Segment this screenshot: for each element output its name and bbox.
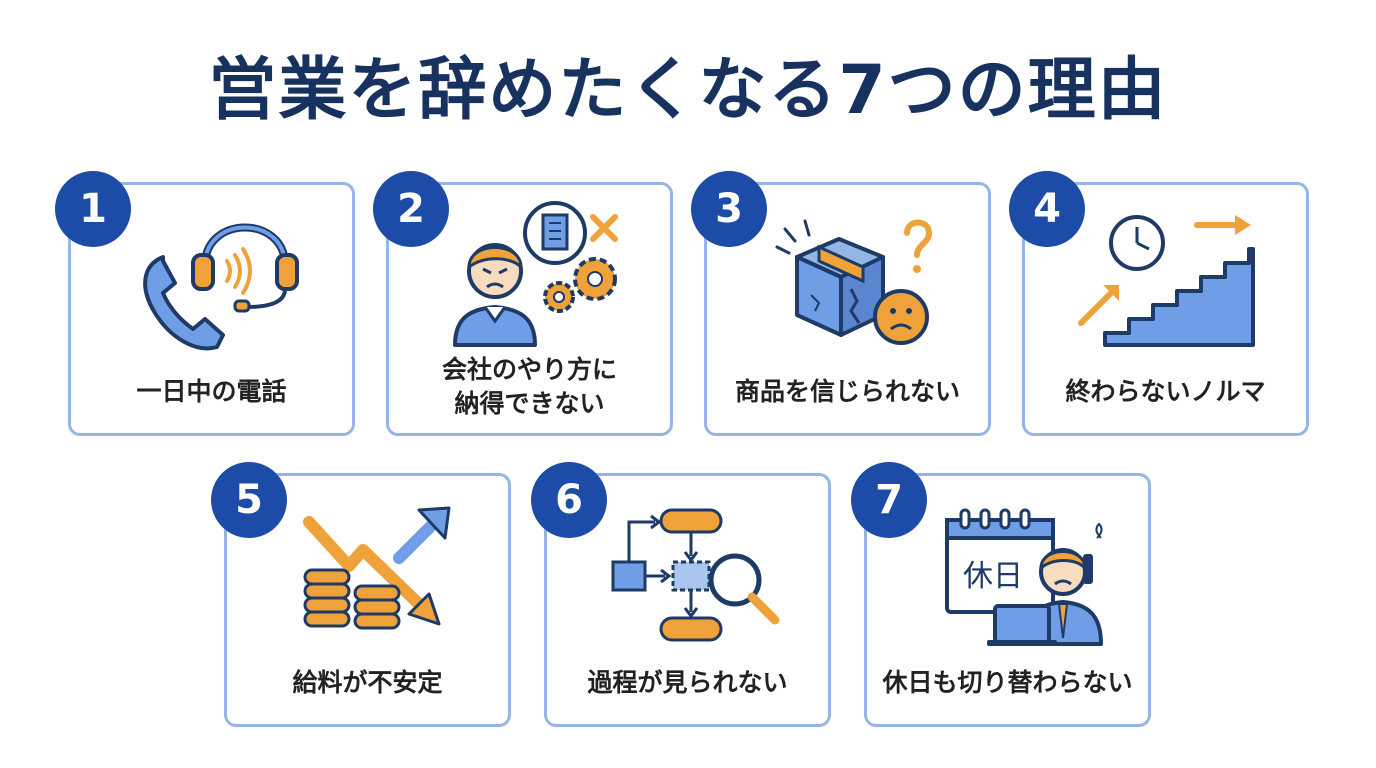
reason-label: 休日も切り替わらない — [882, 668, 1133, 697]
calendar-text: 休日 — [963, 559, 1023, 594]
reason-card-4: 4 終わらないノルマ — [1009, 171, 1309, 436]
frustrated-worker-icon — [453, 201, 618, 347]
flowchart-magnifier-icon — [611, 508, 780, 642]
endless-stairs-icon — [1078, 215, 1255, 347]
coins-zigzag-icon — [303, 506, 451, 630]
holiday-work-icon: 休日 — [945, 508, 1103, 646]
number-badge: 3 — [691, 171, 767, 247]
reason-card-6: 6 過程が見られない — [531, 462, 831, 727]
number-badge: 6 — [531, 462, 607, 538]
reason-card-2: 2 会社のやり方に 納得できない — [373, 171, 673, 436]
number-badge: 7 — [851, 462, 927, 538]
number-badge: 2 — [373, 171, 449, 247]
reason-card-1: 1 一日中の電話 — [55, 171, 355, 436]
damaged-box-icon — [775, 219, 933, 345]
page-title: 営業を辞めたくなる7つの理由 — [208, 51, 1168, 130]
reason-label: 会社のやり方に 納得できない — [441, 355, 617, 418]
reason-label: 終わらないノルマ — [1065, 377, 1266, 406]
reason-card-5: 5 給料が不安定 — [211, 462, 511, 727]
reason-card-7: 7 休日 休日も切り替わらない — [851, 462, 1151, 727]
reason-card-3: 3 商品を信じられない — [691, 171, 991, 436]
reason-label: 商品を信じられない — [734, 377, 960, 406]
headset-phone-icon — [143, 223, 299, 351]
number-badge: 4 — [1009, 171, 1085, 247]
reason-label: 給料が不安定 — [292, 668, 443, 697]
reason-label: 一日中の電話 — [136, 377, 287, 406]
number-badge: 1 — [55, 171, 131, 247]
number-badge: 5 — [211, 462, 287, 538]
reason-label: 過程が見られない — [587, 668, 788, 697]
